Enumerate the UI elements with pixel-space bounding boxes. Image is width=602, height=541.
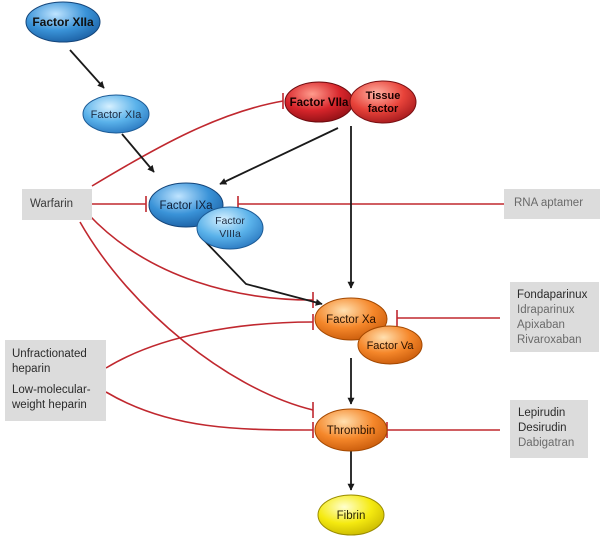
node-factor-viia: Factor VIIa <box>284 81 354 123</box>
inhibit-heparin-xa <box>105 321 314 369</box>
xa-drug-2: Idraparinux <box>517 304 575 316</box>
thrombin-drug-2: Desirudin <box>518 422 567 434</box>
factor-ixa-label: Factor IXa <box>159 200 213 212</box>
node-factor-xa: Factor Xa <box>314 297 388 341</box>
drug-box-warfarin: Warfarin <box>22 189 92 220</box>
node-tissue-factor: Tissue factor <box>349 80 417 124</box>
inhibit-warfarin-viia <box>91 100 284 187</box>
thrombin-drug-1: Lepirudin <box>518 407 566 419</box>
activation-arrows <box>69 49 355 491</box>
drug-box-rna-aptamer: RNA aptamer <box>504 189 600 219</box>
node-factor-xia: Factor XIa <box>82 94 150 134</box>
heparin-line-3: Low-molecular- <box>12 384 91 396</box>
xa-drug-3: Apixaban <box>517 319 565 331</box>
arrow-viia-ixa <box>219 127 339 185</box>
heparin-line-1: Unfractionated <box>12 348 87 360</box>
node-fibrin: Fibrin <box>317 494 385 536</box>
inhibit-warfarin-thrombin <box>79 221 314 411</box>
fibrin-label: Fibrin <box>337 510 366 522</box>
tissue-factor-label-2: factor <box>368 103 399 115</box>
drug-box-xa-inhibitors: Fondaparinux Idraparinux Apixaban Rivaro… <box>510 282 599 352</box>
inhibit-heparin-thrombin <box>105 391 314 431</box>
factor-xa-label: Factor Xa <box>326 314 376 326</box>
xa-drug-4: Rivaroxaban <box>517 334 582 346</box>
node-factor-xiia: Factor XIIa <box>25 1 101 43</box>
arrow-ixa-xa <box>199 235 323 306</box>
arrow-xiia-xia <box>69 49 105 89</box>
drug-box-heparins: Unfractionated heparin Low-molecular- we… <box>5 340 106 421</box>
inhibit-warfarin-xa <box>87 213 314 301</box>
node-factor-viiia: Factor VIIIa <box>196 206 264 250</box>
factor-va-label: Factor Va <box>367 340 415 352</box>
tissue-factor-label-1: Tissue <box>366 90 401 102</box>
factor-xia-label: Factor XIa <box>91 109 143 121</box>
warfarin-label: Warfarin <box>30 198 74 210</box>
factor-xiia-label: Factor XIIa <box>32 15 94 29</box>
factor-viia-label: Factor VIIa <box>290 97 349 109</box>
drug-box-thrombin-inhibitors: Lepirudin Desirudin Dabigatran <box>510 400 588 458</box>
heparin-line-2: heparin <box>12 363 51 375</box>
thrombin-label: Thrombin <box>327 425 376 437</box>
inhibition-lines <box>79 93 504 438</box>
factor-viiia-label-1: Factor <box>215 215 245 227</box>
rna-aptamer-label: RNA aptamer <box>514 197 584 209</box>
xa-drug-1: Fondaparinux <box>517 289 588 301</box>
thrombin-drug-3: Dabigatran <box>518 437 575 449</box>
node-thrombin: Thrombin <box>314 408 388 452</box>
arrow-xia-ixa <box>121 133 155 173</box>
heparin-line-4: weight heparin <box>12 399 87 411</box>
factor-viiia-label-2: VIIIa <box>219 228 241 240</box>
node-factor-va: Factor Va <box>357 325 423 365</box>
